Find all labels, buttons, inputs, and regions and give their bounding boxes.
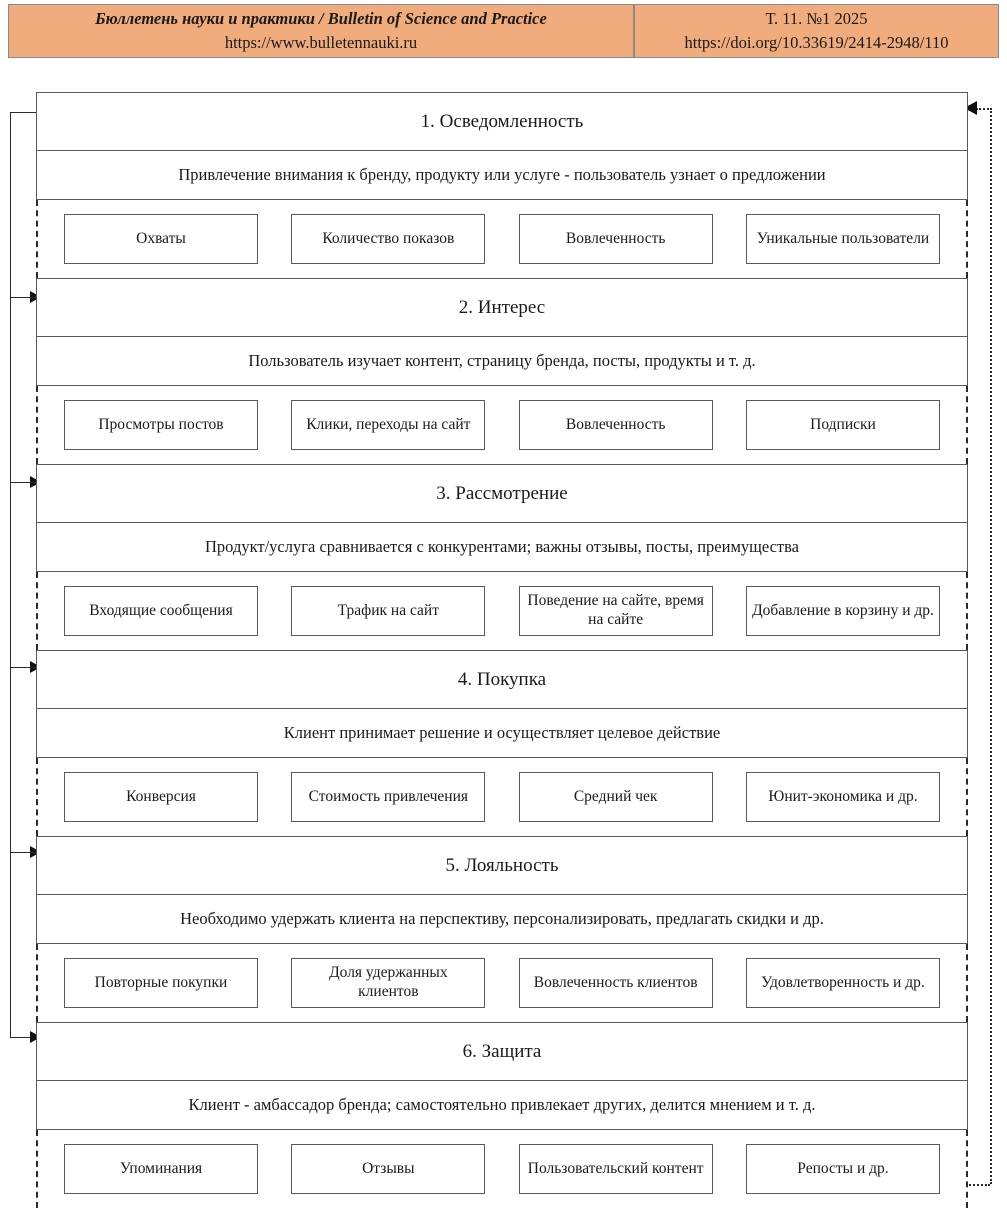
funnel-stages: 1. Осведомленность Привлечение внимания … [36,92,968,1208]
metric-box[interactable]: Юнит-экономика и др. [745,772,940,822]
stage-1-metrics: Охваты Количество показов Вовлеченность … [36,200,968,278]
metric-box[interactable]: Трафик на сайт [291,586,486,636]
journal-url: https://www.bulletennauki.ru [224,33,418,52]
stage-2-metrics: Просмотры постов Клики, переходы на сайт… [36,386,968,464]
stage-2-head: 2. Интерес Пользователь изучает контент,… [36,278,968,386]
stage-4-metrics: Конверсия Стоимость привлечения Средний … [36,758,968,836]
stage-5-title: 5. Лояльность [445,854,559,876]
stage-6-description: Клиент - амбассадор бренда; самостоятель… [37,1080,967,1130]
metric-box[interactable]: Упоминания [64,1144,258,1194]
metric-box[interactable]: Доля удержанных клиентов [291,958,486,1008]
metric-box[interactable]: Вовлеченность [518,214,713,264]
journal-title: Бюллетень науки и практики / Bulletin of… [95,9,547,29]
advocacy-loop-connector [38,92,1007,1202]
journal-header: Бюллетень науки и практики / Bulletin of… [8,4,999,58]
stage-3-description: Продукт/услуга сравнивается с конкурента… [37,522,967,572]
stage-4-title: 4. Покупка [457,668,547,690]
stage-5-description: Необходимо удержать клиента на перспекти… [37,894,967,944]
stage-3-head: 3. Рассмотрение Продукт/услуга сравнивае… [36,464,968,572]
metric-box[interactable]: Клики, переходы на сайт [291,400,486,450]
stage-6[interactable]: 6. Защита Клиент - амбассадор бренда; са… [36,1022,968,1208]
advocacy-loop-vertical [990,108,992,1184]
stage-3[interactable]: 3. Рассмотрение Продукт/услуга сравнивае… [36,464,968,650]
stage-3-metrics: Входящие сообщения Трафик на сайт Поведе… [36,572,968,650]
metric-box[interactable]: Отзывы [291,1144,486,1194]
metric-box[interactable]: Охваты [64,214,258,264]
metric-box[interactable]: Удовлетворенность и др. [745,958,940,1008]
metric-box[interactable]: Входящие сообщения [64,586,258,636]
stage-2-description: Пользователь изучает контент, страницу б… [37,336,967,386]
metric-box[interactable]: Поведение на сайте, время на сайте [518,586,713,636]
stage-6-title: 6. Защита [462,1040,542,1062]
metric-box[interactable]: Просмотры постов [64,400,258,450]
stage-2-title: 2. Интерес [458,296,546,318]
metric-box[interactable]: Репосты и др. [745,1144,940,1194]
stage-6-metrics: Упоминания Отзывы Пользовательский конте… [36,1130,968,1208]
stage-3-title: 3. Рассмотрение [436,482,568,504]
metric-box[interactable]: Конверсия [64,772,258,822]
metric-box[interactable]: Подписки [745,400,940,450]
stage-4[interactable]: 4. Покупка Клиент принимает решение и ос… [36,650,968,836]
journal-doi: https://doi.org/10.33619/2414-2948/110 [684,33,949,52]
advocacy-loop-top [976,108,992,110]
journal-volume: Т. 11. №1 2025 [765,9,868,29]
metric-box[interactable]: Средний чек [518,772,713,822]
funnel-diagram: 1. Осведомленность Привлечение внимания … [0,60,1007,1208]
stage-4-description: Клиент принимает решение и осуществляет … [37,708,967,758]
stage-5[interactable]: 5. Лояльность Необходимо удержать клиент… [36,836,968,1022]
metric-box[interactable]: Добавление в корзину и др. [745,586,940,636]
stage-5-head: 5. Лояльность Необходимо удержать клиент… [36,836,968,944]
metric-box[interactable]: Повторные покупки [64,958,258,1008]
metric-box[interactable]: Уникальные пользователи [745,214,940,264]
metric-box[interactable]: Вовлеченность [518,400,713,450]
journal-header-right: Т. 11. №1 2025 https://doi.org/10.33619/… [635,5,998,57]
stage-1-title: 1. Осведомленность [420,110,584,132]
journal-header-left: Бюллетень науки и практики / Bulletin of… [9,5,635,57]
stage-5-metrics: Повторные покупки Доля удержанных клиент… [36,944,968,1022]
metric-box[interactable]: Вовлеченность клиентов [518,958,713,1008]
stage-2[interactable]: 2. Интерес Пользователь изучает контент,… [36,278,968,464]
metric-box[interactable]: Пользовательский контент [518,1144,713,1194]
stage-4-head: 4. Покупка Клиент принимает решение и ос… [36,650,968,758]
metric-box[interactable]: Количество показов [291,214,486,264]
stage-6-head: 6. Защита Клиент - амбассадор бренда; са… [36,1022,968,1130]
stage-1-description: Привлечение внимания к бренду, продукту … [37,150,967,200]
stage-1-head: 1. Осведомленность Привлечение внимания … [36,92,968,200]
stage-1[interactable]: 1. Осведомленность Привлечение внимания … [36,92,968,278]
metric-box[interactable]: Стоимость привлечения [291,772,486,822]
